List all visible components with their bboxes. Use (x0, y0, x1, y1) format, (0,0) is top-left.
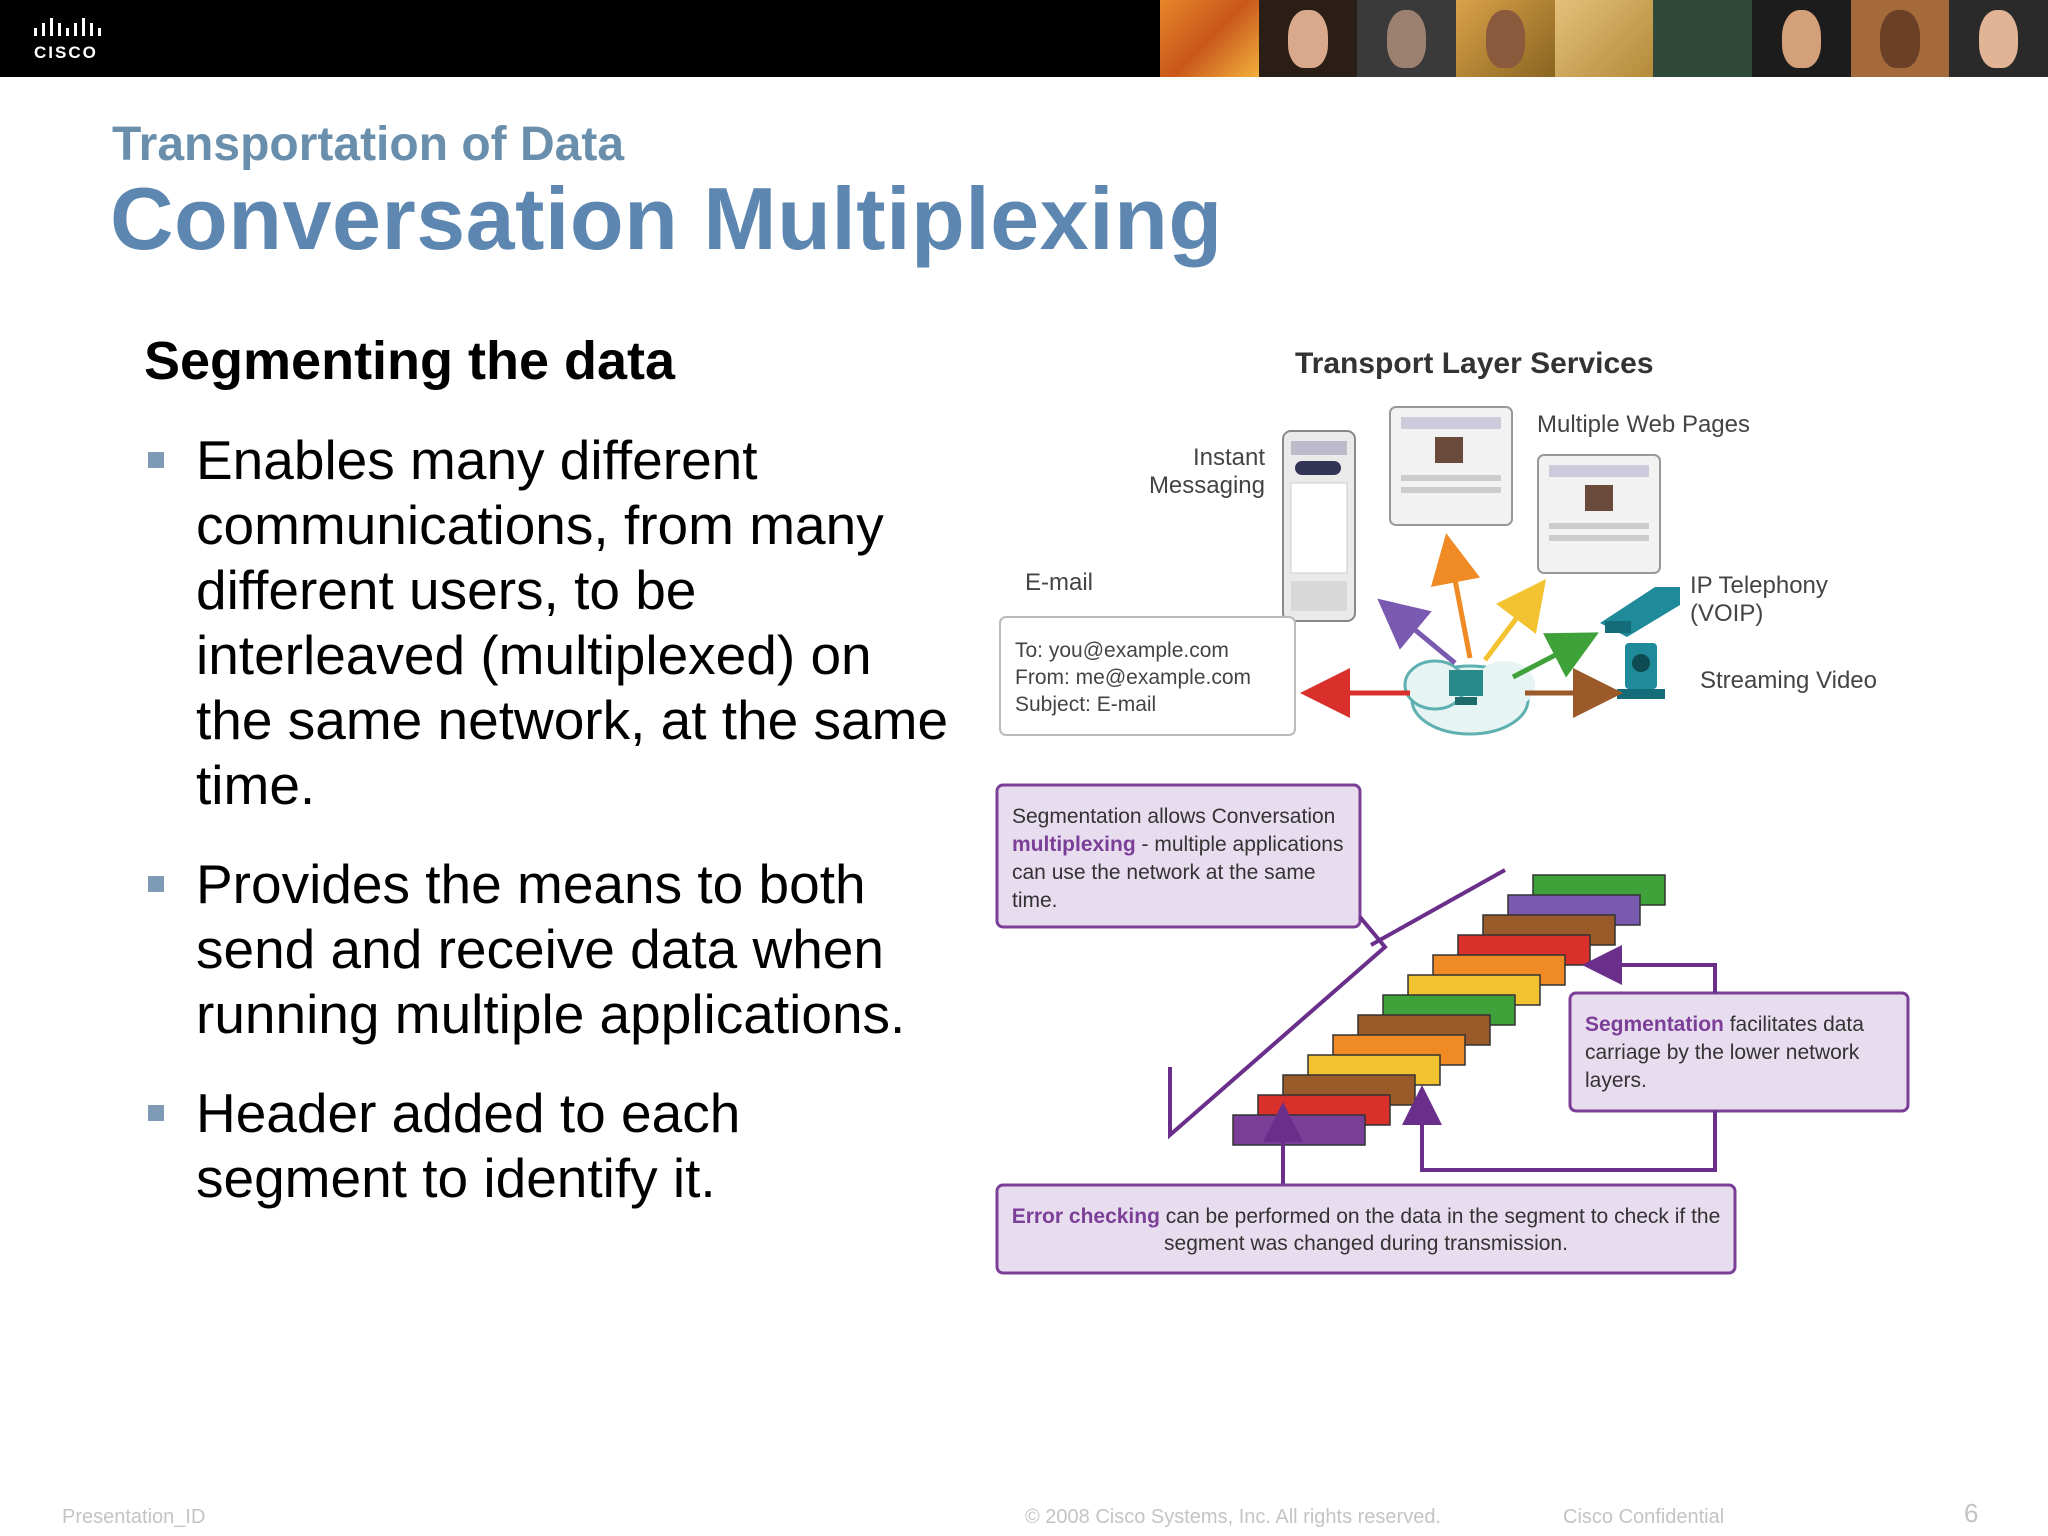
header-bar: CISCO (0, 0, 2048, 77)
email-from: From: me@example.com (1015, 666, 1251, 689)
callout-segmentation-line-3: layers. (1585, 1069, 1647, 1092)
callout-multiplexing-connector (1168, 915, 1388, 1140)
bullet-text: Enables many different communications, f… (196, 429, 949, 816)
callout-error-checking (995, 1183, 1737, 1275)
label-voip: (VOIP) (1690, 600, 1763, 627)
slide-kicker: Transportation of Data (112, 118, 625, 171)
bullet-item-2: Provides the means to both send and rece… (148, 852, 956, 1047)
transport-layer-diagram: Transport Layer Services Multiple Web Pa… (995, 347, 1910, 1275)
callout-error-checking-line-1: Error checking can be performed on the d… (1012, 1205, 1721, 1228)
label-instant: Instant (1193, 444, 1265, 471)
slide-title: Conversation Multiplexing (110, 169, 1223, 268)
bullet-square-icon (148, 1105, 164, 1121)
arrow-web-page-2 (1483, 579, 1547, 662)
video-camera-icon (1617, 643, 1665, 699)
bullet-item-1: Enables many different communications, f… (148, 428, 956, 818)
email-subject: Subject: E-mail (1015, 693, 1156, 716)
callout-error-checking-line-2: segment was changed during transmission. (1164, 1232, 1568, 1255)
label-ip-telephony: IP Telephony (1690, 572, 1828, 599)
email-box (999, 616, 1296, 736)
label-streaming-video: Streaming Video (1700, 667, 1877, 694)
callout-error-checking-keyword: Error checking (1012, 1205, 1160, 1228)
ip-phone-icon (1600, 587, 1680, 637)
callout-multiplexing (995, 783, 1362, 929)
arrow-web-page-1 (1430, 533, 1481, 659)
segment-block (1232, 1114, 1366, 1146)
bullet-item-3: Header added to each segment to identify… (148, 1081, 956, 1211)
diagram-title: Transport Layer Services (1295, 347, 1654, 380)
callout-multiplexing-line-1: Segmentation allows Conversation (1012, 805, 1335, 828)
bullet-text: Provides the means to both send and rece… (196, 853, 906, 1045)
footer-confidential: Cisco Confidential (1563, 1506, 1725, 1528)
slide-subheading: Segmenting the data (144, 331, 676, 391)
segmentation-connector-bottom (1402, 1085, 1717, 1172)
callout-error-checking-line-1-rest: can be performed on the data in the segm… (1160, 1205, 1720, 1228)
callout-segmentation-keyword: Segmentation (1585, 1013, 1724, 1036)
bullet-square-icon (148, 452, 164, 468)
footer-copyright: © 2008 Cisco Systems, Inc. All rights re… (1025, 1506, 1442, 1528)
arrow-ip-telephony (1511, 632, 1599, 680)
callout-multiplexing-keyword: multiplexing (1012, 833, 1136, 856)
web-page-icon (1537, 454, 1661, 574)
arrow-instant-messaging (1377, 598, 1457, 665)
instant-messaging-icon (1282, 430, 1356, 622)
label-messaging: Messaging (1149, 472, 1265, 499)
bullet-text: Header added to each segment to identify… (196, 1082, 741, 1209)
callout-multiplexing-line-2-rest: - multiple applications (1136, 833, 1344, 856)
web-page-icon (1389, 406, 1513, 526)
stack-top-edge (1370, 868, 1506, 947)
cisco-logo: CISCO (34, 18, 101, 62)
label-multiple-web-pages: Multiple Web Pages (1537, 411, 1750, 438)
callout-segmentation-line-2: carriage by the lower network (1585, 1041, 1860, 1064)
callout-multiplexing-line-4: time. (1012, 889, 1058, 912)
cisco-logo-text: CISCO (34, 43, 98, 62)
footer-presentation-id: Presentation_ID (62, 1506, 206, 1528)
email-to: To: you@example.com (1015, 639, 1229, 662)
label-email: E-mail (1025, 569, 1093, 596)
callout-segmentation-line-1: Segmentation facilitates data (1585, 1013, 1864, 1036)
header-photo-strip (1160, 0, 2048, 77)
network-cloud-icon (1403, 659, 1535, 736)
segmentation-connector-top (1582, 945, 1717, 993)
segment-stack (1232, 874, 1666, 1146)
callout-segmentation-line-1-rest: facilitates data (1724, 1013, 1864, 1036)
callout-multiplexing-line-3: can use the network at the same (1012, 861, 1316, 884)
callout-multiplexing-line-2: multiplexing - multiple applications (1012, 833, 1343, 856)
callout-segmentation (1568, 991, 1910, 1113)
page-number: 6 (1964, 1498, 1979, 1528)
bullet-square-icon (148, 876, 164, 892)
